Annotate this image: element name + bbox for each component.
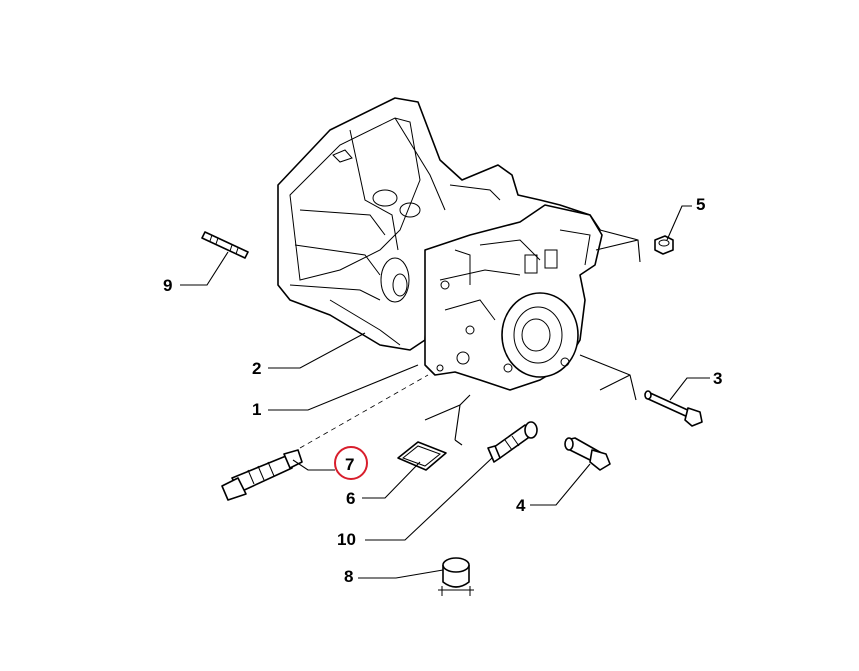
callout-3: 3 <box>713 369 722 388</box>
gearbox-housing <box>277 97 603 391</box>
part-gasket <box>397 441 447 471</box>
callout-1: 1 <box>252 400 261 419</box>
callout-5: 5 <box>696 195 705 214</box>
part-switch <box>487 421 538 463</box>
callout-labels: 9 5 2 1 3 4 6 10 8 7 <box>163 195 722 586</box>
part-bolt <box>644 390 703 427</box>
callout-2: 2 <box>252 359 261 378</box>
callout-4: 4 <box>516 496 526 515</box>
leader-lines <box>180 205 710 579</box>
highlight-circle <box>334 446 368 480</box>
callout-7: 7 <box>345 455 354 474</box>
part-sensor <box>221 449 303 501</box>
part-cap <box>438 557 474 596</box>
alignment-lines <box>299 374 429 449</box>
part-stud <box>201 231 249 259</box>
part-nut <box>654 235 674 255</box>
callout-8: 8 <box>344 567 353 586</box>
callout-9: 9 <box>163 276 172 295</box>
callout-6: 6 <box>346 489 355 508</box>
part-plug <box>564 437 611 471</box>
callout-10: 10 <box>337 530 356 549</box>
